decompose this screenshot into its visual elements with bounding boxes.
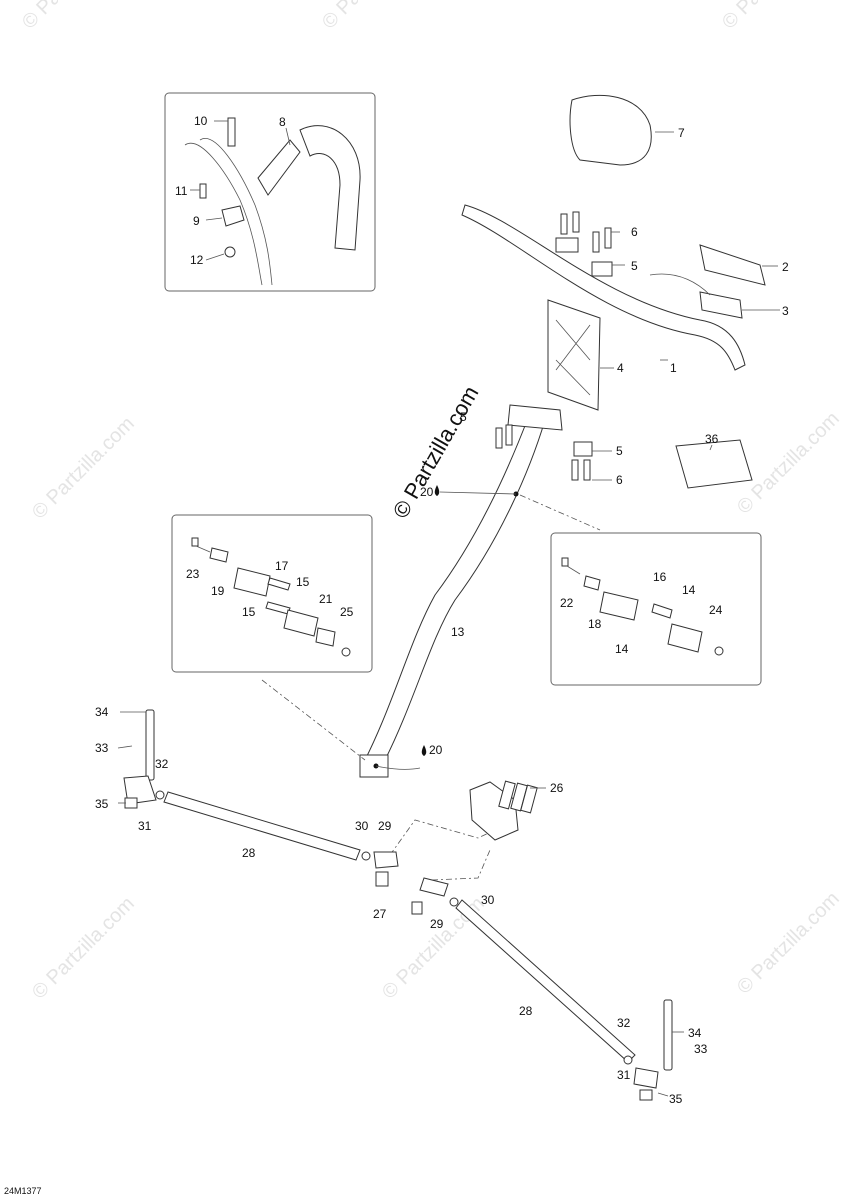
callout-20: 20 [429, 743, 443, 757]
callout-20: 20 [420, 485, 434, 499]
callout-22: 22 [560, 596, 574, 610]
callout-8: 8 [279, 115, 286, 129]
callout-3: 3 [782, 304, 789, 318]
callout-29: 29 [378, 819, 392, 833]
callout-14: 14 [615, 642, 629, 656]
callout-35: 35 [95, 797, 109, 811]
callout-30: 30 [355, 819, 369, 833]
callout-32: 32 [155, 757, 169, 771]
callout-4: 4 [617, 361, 624, 375]
inset-right-bushing [550, 532, 762, 686]
callout-1: 1 [670, 361, 677, 375]
callout-24: 24 [709, 603, 723, 617]
callout-5: 5 [616, 444, 623, 458]
watermark: © Partzilla.com [718, 0, 829, 34]
callout-30: 30 [481, 893, 495, 907]
callout-2: 2 [782, 260, 789, 274]
callout-16: 16 [653, 570, 667, 584]
callout-13: 13 [451, 625, 465, 639]
callout-15: 15 [296, 575, 310, 589]
callout-36: 36 [705, 432, 719, 446]
leader-line [519, 494, 601, 531]
callout-17: 17 [275, 559, 289, 573]
callout-28: 28 [519, 1004, 533, 1018]
tie-rods [123, 709, 673, 1101]
handlebar-assembly [461, 94, 766, 489]
callout-28: 28 [242, 846, 256, 860]
inset-left-bushing [171, 514, 373, 673]
watermark: © Partzilla.com [28, 893, 139, 1004]
leader-line [389, 819, 496, 856]
callout-32: 32 [617, 1016, 631, 1030]
callout-25: 25 [340, 605, 354, 619]
callout-10: 10 [194, 114, 208, 128]
callout-12: 12 [190, 253, 204, 267]
steering-arm-bracket [469, 780, 538, 841]
callout-5: 5 [460, 410, 467, 424]
callout-29: 29 [430, 917, 444, 931]
drawing-code: 24M1377 [4, 1186, 42, 1196]
callout-34: 34 [688, 1026, 702, 1040]
callout-15: 15 [242, 605, 256, 619]
callout-33: 33 [694, 1042, 708, 1056]
watermark: © Partzilla.com [318, 0, 429, 34]
callout-31: 31 [617, 1068, 631, 1082]
callout-23: 23 [186, 567, 200, 581]
leader-line [261, 679, 366, 761]
watermark: © Partzilla.com [733, 888, 844, 999]
callout-5: 5 [631, 259, 638, 273]
leader-line [431, 849, 491, 881]
watermark-layer: © Partzilla.com © Partzilla.com © Partzi… [18, 0, 844, 1004]
callout-7: 7 [678, 126, 685, 140]
callout-21: 21 [319, 592, 333, 606]
callout-14: 14 [682, 583, 696, 597]
callout-9: 9 [193, 214, 200, 228]
callout-11: 11 [175, 184, 188, 198]
copyright-stamp: © Partzilla.com [388, 382, 484, 523]
callout-19: 19 [211, 584, 225, 598]
watermark: © Partzilla.com [733, 408, 844, 519]
callout-33: 33 [95, 741, 109, 755]
callout-leaders [117, 120, 780, 1097]
callout-6: 6 [631, 225, 638, 239]
steering-column [359, 404, 593, 778]
callout-27: 27 [373, 907, 387, 921]
callout-31: 31 [138, 819, 152, 833]
callout-26: 26 [550, 781, 564, 795]
callout-34: 34 [95, 705, 109, 719]
watermark: © Partzilla.com [18, 0, 129, 34]
inset-handlebar-pad [164, 92, 376, 292]
callout-6: 6 [616, 473, 623, 487]
callout-18: 18 [588, 617, 602, 631]
callout-35: 35 [669, 1092, 683, 1106]
watermark: © Partzilla.com [28, 413, 139, 524]
callout-labels: 10 8 11 9 12 7 6 5 2 3 4 1 5 5 36 6 20 2… [95, 114, 789, 1106]
